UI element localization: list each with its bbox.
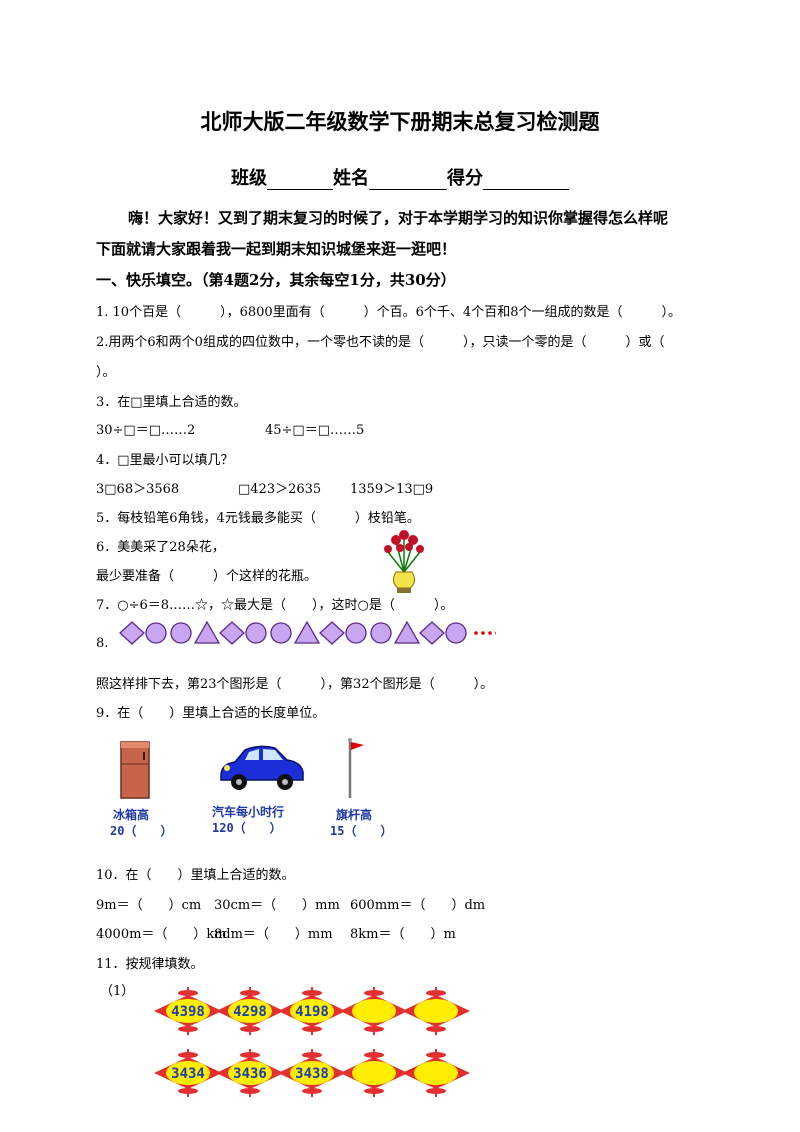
pattern-shape-circle (270, 622, 292, 644)
class-blank[interactable] (267, 171, 333, 190)
question-8-number: 8. (96, 636, 109, 651)
q9-value-car: 120（ ） (212, 821, 282, 835)
pattern-shape-circle (145, 622, 167, 644)
q10-row2-c: 8km＝（ ）m (350, 927, 456, 942)
student-info-line: 班级 姓名 得分 (0, 164, 800, 190)
score-blank[interactable] (483, 171, 569, 190)
pattern-shape-circle (445, 622, 467, 644)
question-4-a: 3□68＞3568 (96, 482, 180, 497)
question-4-c: 1359＞13□9 (350, 482, 434, 497)
pattern-shape-triangle (193, 620, 221, 644)
lantern-2-2: 3436 (216, 1049, 284, 1097)
pattern-shape-circle (370, 622, 392, 644)
section-1-heading: 一、快乐填空。（第4题2分，其余每空1分，共30分） (96, 271, 456, 289)
lantern-1-3: 4198 (278, 987, 346, 1035)
q9-label-fridge: 冰箱高 (113, 808, 150, 822)
refrigerator-image (120, 741, 150, 799)
intro-line-1: 嗨！大家好！又到了期末复习的时候了，对于本学期学习的知识你掌握得怎么样呢 (128, 209, 669, 227)
question-2-line-1: 2.用两个6和两个0组成的四位数中，一个零也不读的是（ ），只读一个零的是（ ）… (96, 335, 665, 350)
lantern-number: 3436 (233, 1066, 267, 1082)
continuation-dot (488, 631, 492, 635)
question-4: 4．□里最小可以填几？ (96, 453, 234, 468)
lantern-1-1: 4398 (154, 987, 222, 1035)
pattern-shape-diamond (419, 621, 445, 645)
lantern-2-4[interactable] (340, 1049, 408, 1097)
pattern-shape-circle (170, 622, 192, 644)
pattern-shape-triangle (393, 620, 421, 644)
question-1: 1. 10个百是（ ），6800里面有（ ）个百。6个千、4个百和8个一组成的数… (96, 305, 681, 320)
lantern-2-3: 3438 (278, 1049, 346, 1097)
question-11: 11．按规律填数。 (96, 957, 204, 972)
car-image (220, 745, 304, 790)
class-label: 班级 (231, 168, 267, 189)
q9-value-fridge: 20（ ） (110, 824, 173, 838)
q10-row2-b: 8dm＝（ ）mm (214, 927, 333, 942)
pattern-shape-diamond (219, 621, 245, 645)
pattern-shape-diamond (119, 621, 145, 645)
question-5: 5．每枝铅笔6角钱，4元钱最多能买（ ）枝铅笔。 (96, 511, 420, 526)
score-label: 得分 (447, 168, 483, 189)
question-7: 7．○÷6＝8……☆，☆最大是（ ），这时○是（ ）。 (96, 598, 454, 613)
q9-label-car: 汽车每小时行 (212, 805, 285, 819)
question-6-line-1: 6．美美采了28朵花， (96, 540, 225, 555)
question-10: 10．在（ ）里填上合适的数。 (96, 868, 295, 883)
lantern-number: 4298 (233, 1004, 267, 1020)
continuation-dot (495, 631, 496, 635)
pattern-shape-triangle (293, 620, 321, 644)
page-title: 北师大版二年级数学下册期末总复习检测题 (200, 109, 600, 134)
q9-label-flag: 旗杆高 (336, 808, 373, 822)
lantern-1-2: 4298 (216, 987, 284, 1035)
lantern-1-4[interactable] (340, 987, 408, 1035)
question-3-b: 45÷□＝□……5 (265, 423, 365, 438)
question-6-line-2: 最少要准备（ ）个这样的花瓶。 (96, 569, 318, 584)
q10-row2-a: 4000m＝（ ）km (96, 927, 227, 942)
lantern-number: 3434 (171, 1066, 205, 1082)
question-2-line-2: ）。 (96, 365, 116, 380)
lantern-number: 4398 (171, 1004, 205, 1020)
question-9: 9．在（ ）里填上合适的长度单位。 (96, 706, 326, 721)
pattern-shape-diamond (319, 621, 345, 645)
lantern-sequence: 4398 4298 4198 3434 3436 3438 (154, 987, 470, 1097)
name-blank[interactable] (369, 171, 447, 190)
question-11-sub: （1） (100, 984, 135, 999)
continuation-dot (474, 631, 478, 635)
lantern-1-5[interactable] (402, 987, 470, 1035)
q10-row1-b: 30cm＝（ ）mm (214, 898, 340, 913)
question-4-b: □423＞2635 (238, 482, 322, 497)
question-8-text: 照这样排下去，第23个图形是（ ），第32个图形是（ ）。 (96, 677, 494, 692)
intro-line-2: 下面就请大家跟着我一起到期末知识城堡来逛一逛吧！ (96, 240, 457, 258)
flower-vase-image (384, 530, 424, 593)
lantern-2-5[interactable] (402, 1049, 470, 1097)
q10-row1-a: 9m＝（ ）cm (96, 898, 202, 913)
continuation-dot (481, 631, 485, 635)
shape-pattern (119, 620, 496, 645)
name-label: 姓名 (333, 168, 369, 189)
pattern-shape-circle (345, 622, 367, 644)
lantern-number: 4198 (295, 1004, 329, 1020)
flagpole-image (348, 738, 364, 798)
q10-row1-c: 600mm＝（ ）dm (350, 898, 486, 913)
q9-value-flag: 15（ ） (330, 824, 393, 838)
lantern-2-1: 3434 (154, 1049, 222, 1097)
pattern-shape-circle (245, 622, 267, 644)
question-3-a: 30÷□＝□……2 (96, 423, 196, 438)
lantern-number: 3438 (295, 1066, 329, 1082)
question-3: 3．在□里填上合适的数。 (96, 395, 247, 410)
